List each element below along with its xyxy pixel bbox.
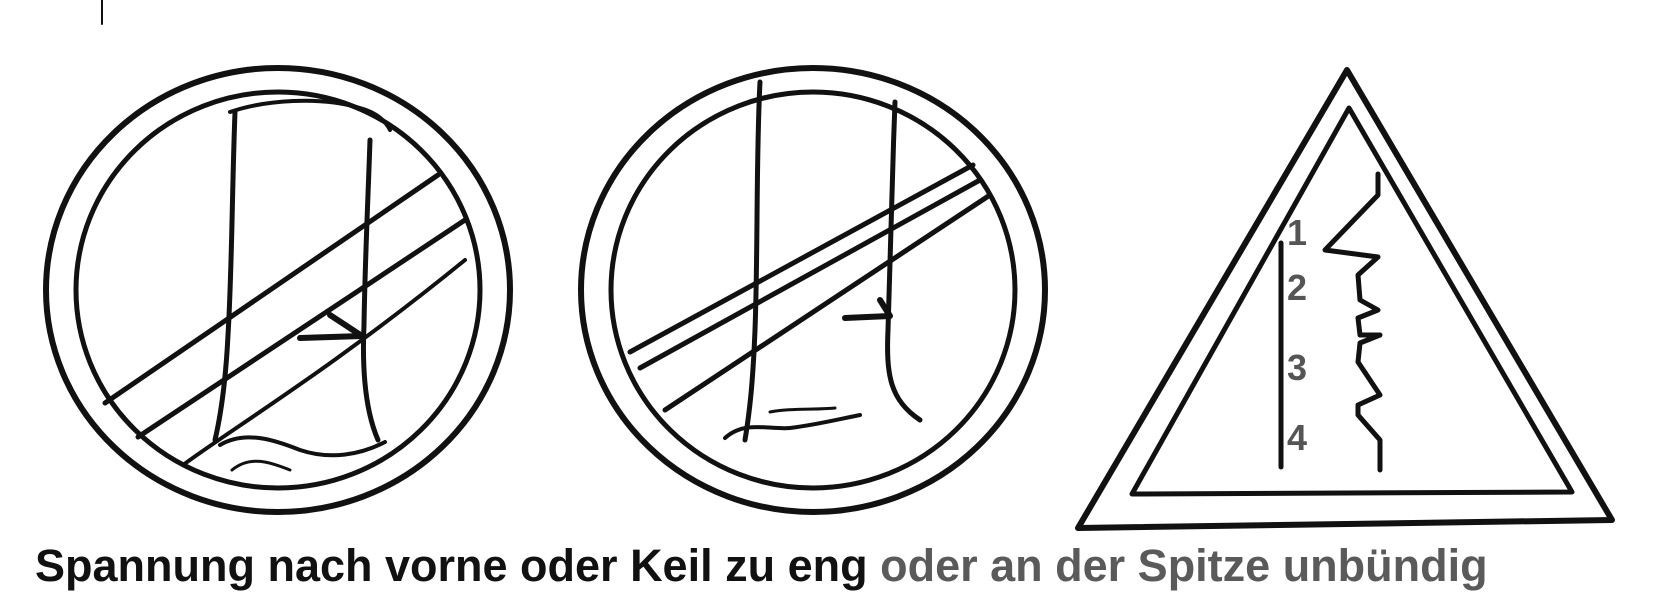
step-label-4: 4 [1287, 417, 1307, 458]
sign-1-outer-ring [43, 65, 513, 515]
sign-2-inner-ring [608, 89, 1018, 491]
sign-1-tree-trunk-icon [212, 98, 392, 472]
sign-2-slash-a [627, 162, 976, 355]
sign-1-slash-b [135, 217, 468, 440]
sign-2-slash-b [637, 177, 983, 371]
step-label-2: 2 [1287, 267, 1307, 308]
warning-triangle-sign: 1 2 3 4 [1075, 67, 1615, 531]
sign-2-tree-trunk-icon [723, 79, 923, 443]
sign-2-outer-ring [578, 65, 1048, 515]
caption: Spannung nach vorne oder Keil zu eng ode… [35, 538, 1488, 594]
step-label-1: 1 [1287, 212, 1307, 253]
caption-primary: Spannung nach vorne oder Keil zu eng [35, 540, 868, 591]
sign-1-slash-a [102, 172, 441, 406]
step-label-3: 3 [1287, 347, 1307, 388]
sign-2-slash-c [662, 192, 993, 413]
caption-secondary: oder an der Spitze unbündig [880, 540, 1488, 591]
sign-1-inner-ring [73, 89, 483, 491]
prohibition-sign-1 [43, 65, 513, 515]
triangle-outer [1075, 67, 1615, 531]
prohibition-sign-2 [578, 65, 1048, 515]
triangle-inner [1129, 105, 1575, 497]
sign-1-cut-line [181, 258, 467, 467]
cut-profile-line [1322, 171, 1383, 473]
